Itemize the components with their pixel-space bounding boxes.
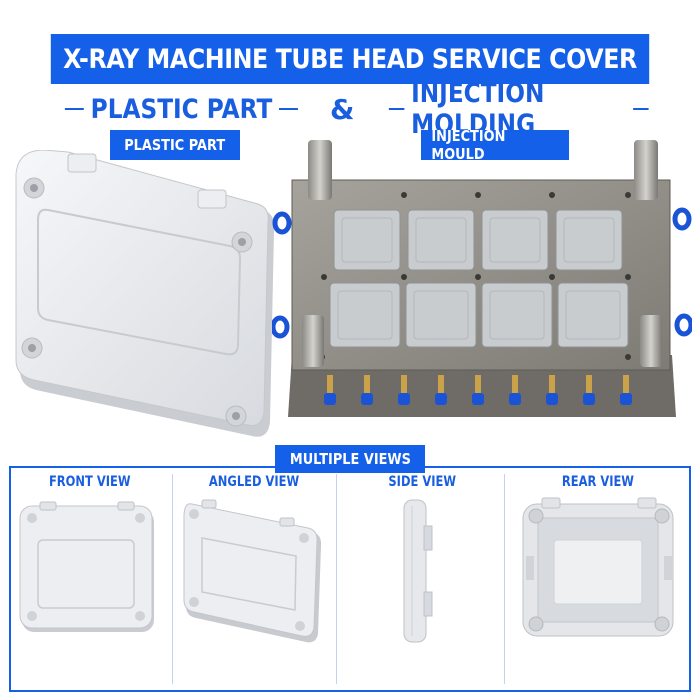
view-divider	[504, 474, 505, 684]
multiple-views-label: MULTIPLE VIEWS	[275, 445, 425, 473]
angled-view-label: ANGLED VIEW	[208, 474, 300, 490]
side-view-label: SIDE VIEW	[388, 474, 456, 490]
side-view-image	[403, 499, 433, 643]
dash-decoration	[64, 108, 84, 110]
title-banner: X-RAY MACHINE TUBE HEAD SERVICE COVER	[50, 34, 650, 84]
rear-view-image	[522, 497, 674, 637]
dash-decoration	[633, 108, 649, 110]
angled-view-image	[183, 499, 322, 643]
dash-decoration	[388, 108, 405, 110]
headline-injection-molding: INJECTION MOLDING	[382, 78, 655, 140]
headline-plastic-part: PLASTIC PART	[58, 92, 305, 126]
view-divider	[172, 474, 173, 684]
dash-decoration	[279, 108, 299, 110]
plastic-part-label: PLASTIC PART	[110, 130, 240, 160]
view-divider	[336, 474, 337, 684]
plastic-part-image	[15, 150, 275, 437]
headline-ampersand: &	[330, 92, 355, 126]
title-text: X-RAY MACHINE TUBE HEAD SERVICE COVER	[63, 43, 637, 75]
front-view-label: FRONT VIEW	[49, 474, 131, 490]
headline-injection-text: INJECTION MOLDING	[411, 78, 545, 140]
injection-mould-image	[272, 140, 692, 417]
front-view-image	[19, 501, 154, 632]
injection-mould-label: INJECTION MOULD	[421, 127, 569, 163]
headline-plastic-text: PLASTIC PART	[90, 93, 273, 125]
rear-view-label: REAR VIEW	[561, 474, 635, 490]
